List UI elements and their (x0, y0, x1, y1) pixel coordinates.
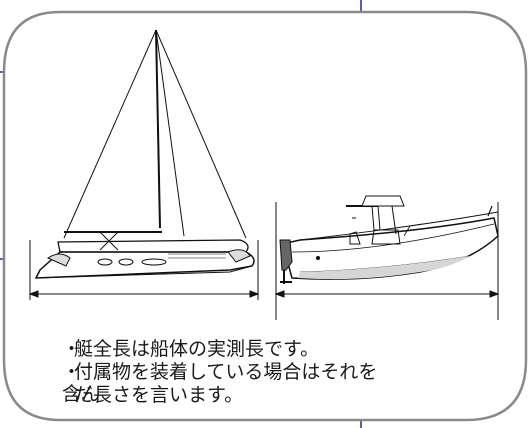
sailboat-mast (155, 29, 161, 229)
note-text: だ長さを言います。 (74, 384, 244, 406)
sailboat-illustration (34, 29, 255, 279)
note-line-3: だ長さを言います。 (74, 384, 374, 406)
porthole (97, 258, 113, 266)
note-text: 艇全長は船体の実測長です。 (74, 338, 320, 360)
sailboat-length-dimension (28, 240, 260, 300)
sailboat-shroud (155, 29, 185, 237)
bullet: ・ (62, 361, 82, 383)
sailboat-forestay (63, 29, 157, 239)
note-text: 付属物を装着している場合はそれを含ん (62, 361, 378, 405)
sailboat-backstay (155, 29, 247, 239)
porthole (141, 258, 167, 266)
motorboat-illustration (279, 195, 499, 284)
porthole (118, 258, 134, 266)
outboard-engine (279, 239, 293, 271)
note-line-2: ・付属物を装着している場合はそれを含ん (62, 361, 392, 405)
bullet: ・ (62, 338, 82, 360)
motorboat-length-dimension (274, 202, 500, 320)
note-line-1: ・艇全長は船体の実測長です。 (62, 338, 362, 360)
rounded-frame (2, 10, 528, 422)
